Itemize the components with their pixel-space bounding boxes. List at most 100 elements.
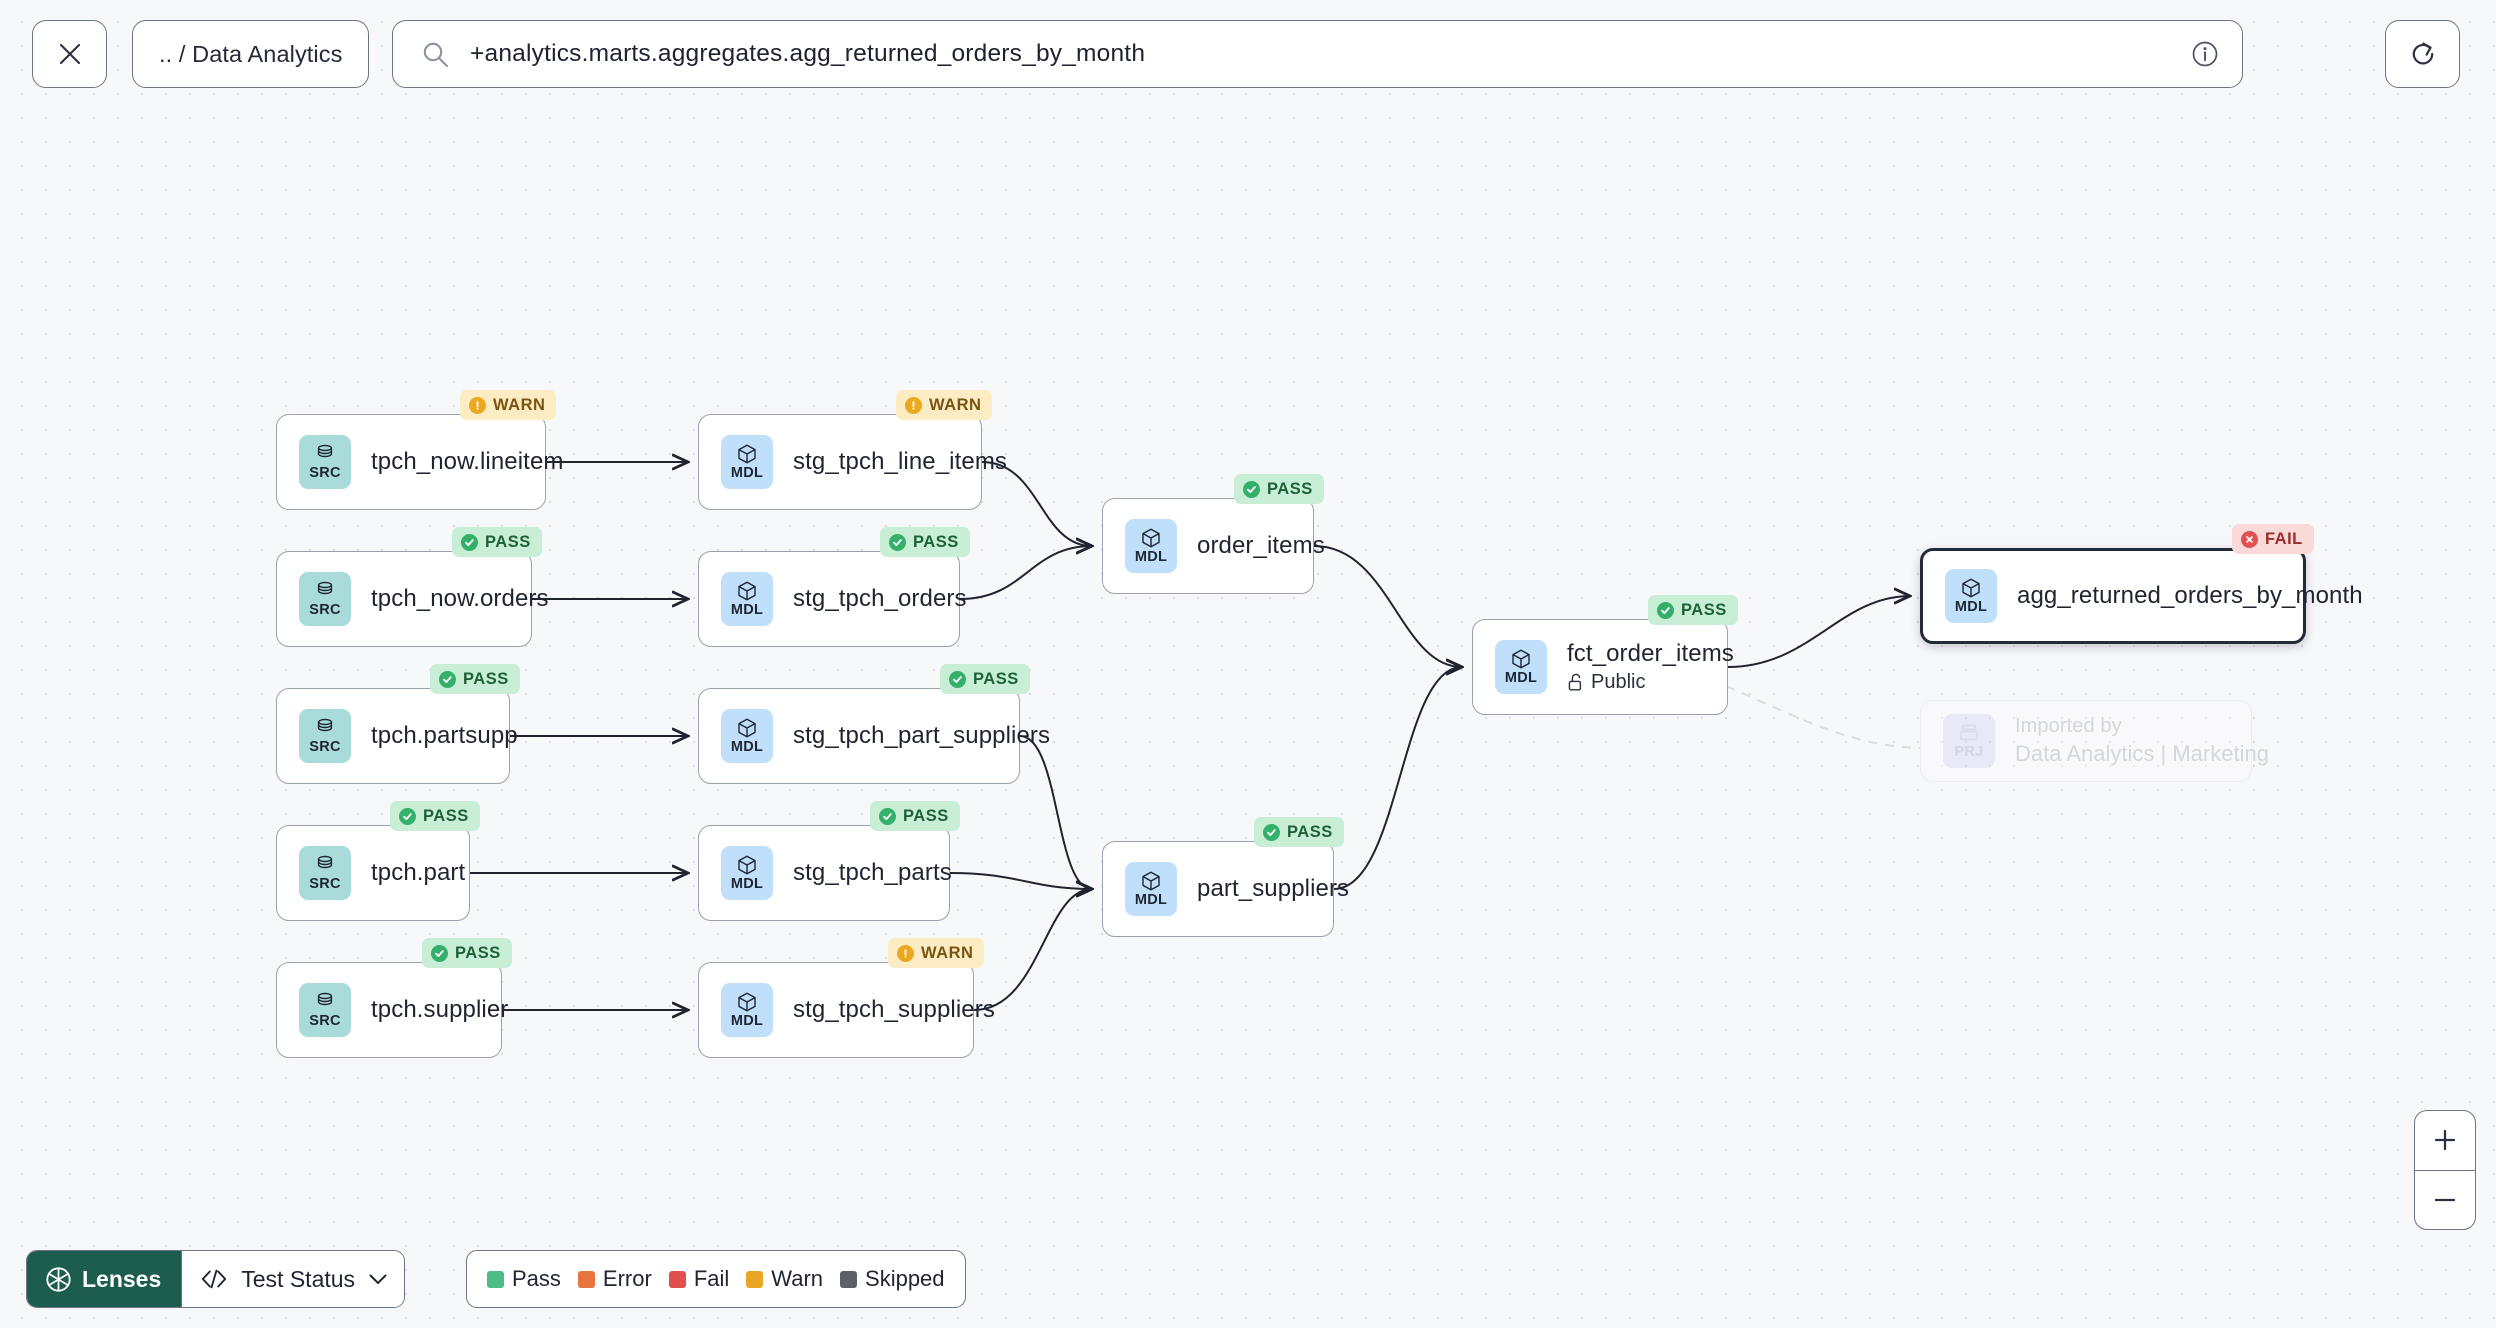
node-type-badge-src: SRC xyxy=(299,709,351,763)
legend-swatch xyxy=(668,1270,686,1288)
graph-node-tpch_supplier[interactable]: SRC tpch.supplier xyxy=(276,962,508,1058)
zoom-controls xyxy=(2414,1110,2476,1230)
node-text: tpch.supplier xyxy=(371,996,508,1024)
minus-icon xyxy=(2434,1198,2456,1201)
status-badge-tpch_part: PASS xyxy=(390,801,480,831)
status-badge-stg_tpch_orders: PASS xyxy=(880,527,970,557)
cube-icon xyxy=(738,444,756,464)
node-type-label: SRC xyxy=(309,602,341,619)
database-icon xyxy=(317,445,333,458)
legend-label: Skipped xyxy=(865,1266,945,1291)
node-type-label: MDL xyxy=(730,465,764,482)
status-badge-stg_tpch_suppliers: WARN xyxy=(888,938,985,968)
node-type-label: MDL xyxy=(1954,599,1988,616)
zoom-out-button[interactable] xyxy=(2415,1169,2475,1230)
info-icon[interactable] xyxy=(2190,39,2220,69)
node-type-label: MDL xyxy=(1134,549,1168,566)
status-label: FAIL xyxy=(2265,529,2303,548)
status-badge-fct_order_items: PASS xyxy=(1648,595,1738,625)
status-badge-part_suppliers: PASS xyxy=(1254,817,1344,847)
status-badge-order_items: PASS xyxy=(1234,474,1324,504)
legend-item-pass[interactable]: Pass xyxy=(487,1266,561,1292)
database-icon xyxy=(317,719,333,732)
node-title: stg_tpch_orders xyxy=(793,585,967,612)
graph-node-agg_returned_orders_by_month[interactable]: MDL agg_returned_orders_by_month xyxy=(1920,548,2363,644)
test-status-dropdown[interactable]: Test Status xyxy=(181,1251,405,1307)
node-type-label: MDL xyxy=(730,876,764,893)
search-input[interactable]: +analytics.marts.aggregates.agg_returned… xyxy=(470,40,1146,67)
node-text: tpch.partsupp xyxy=(371,722,518,750)
node-type-label: PRJ xyxy=(1954,744,1984,761)
lens-control-group: Lenses Test Status xyxy=(26,1250,406,1308)
node-type-badge-mdl: MDL xyxy=(1495,640,1547,694)
legend-item-skipped[interactable]: Skipped xyxy=(840,1266,945,1292)
close-icon xyxy=(59,43,80,65)
node-title: stg_tpch_parts xyxy=(793,859,952,886)
status-label: PASS xyxy=(1287,822,1333,841)
node-title: part_suppliers xyxy=(1197,875,1350,902)
cube-icon xyxy=(1962,578,1980,598)
close-button[interactable] xyxy=(32,20,107,88)
database-icon xyxy=(317,856,333,869)
node-type-badge-src: SRC xyxy=(299,983,351,1037)
node-type-badge-mdl: MDL xyxy=(721,709,773,763)
zoom-in-button[interactable] xyxy=(2415,1111,2475,1170)
node-type-label: MDL xyxy=(1134,892,1168,909)
test-status-label: Test Status xyxy=(241,1265,356,1292)
node-title: agg_returned_orders_by_month xyxy=(2017,582,2363,609)
search-bar[interactable]: +analytics.marts.aggregates.agg_returned… xyxy=(392,20,2243,88)
legend-item-error[interactable]: Error xyxy=(577,1266,652,1292)
bottom-toolbar: Lenses Test Status Pass Error Fail Warn Skip… xyxy=(0,1232,2496,1328)
graph-node-part_suppliers[interactable]: MDL part_suppliers xyxy=(1102,841,1349,937)
plus-icon xyxy=(2434,1130,2456,1151)
status-icon-warn xyxy=(469,396,486,414)
node-subtitle: Data Analytics | Marketing xyxy=(2015,741,2269,767)
project-icon xyxy=(1960,725,1978,741)
status-label: PASS xyxy=(485,532,531,551)
status-label: WARN xyxy=(921,943,974,962)
lenses-button[interactable]: Lenses xyxy=(27,1251,182,1307)
graph-node-tpch_partsupp[interactable]: SRC tpch.partsupp xyxy=(276,688,518,784)
cube-icon xyxy=(738,718,756,738)
node-type-badge-mdl: MDL xyxy=(721,846,773,900)
node-text: order_items xyxy=(1197,532,1325,560)
graph-node-stg_tpch_line_items[interactable]: MDL stg_tpch_line_items xyxy=(698,414,1007,510)
status-badge-tpch_now_lineitem: WARN xyxy=(460,390,557,420)
refresh-button[interactable] xyxy=(2385,20,2460,88)
unlock-icon xyxy=(1568,673,1582,691)
breadcrumb[interactable]: .. / Data Analytics xyxy=(132,20,370,88)
node-subtitle-text: Public xyxy=(1591,671,1646,693)
node-title: tpch_now.lineitem xyxy=(371,448,564,475)
graph-node-stg_tpch_parts[interactable]: MDL stg_tpch_parts xyxy=(698,825,952,921)
legend-item-fail[interactable]: Fail xyxy=(668,1266,729,1292)
database-icon xyxy=(317,993,333,1006)
cube-icon xyxy=(738,581,756,601)
node-title: tpch.part xyxy=(371,859,466,886)
node-subtitle: Public xyxy=(1567,671,1734,694)
legend-label: Pass xyxy=(512,1266,561,1291)
legend-label: Warn xyxy=(771,1266,824,1291)
status-icon-warn xyxy=(905,396,922,414)
lenses-label: Lenses xyxy=(82,1265,162,1292)
legend-item-warn[interactable]: Warn xyxy=(746,1266,823,1292)
status-legend: Pass Error Fail Warn Skipped xyxy=(466,1250,966,1308)
node-text: stg_tpch_line_items xyxy=(793,448,1007,476)
status-badge-tpch_now_orders: PASS xyxy=(452,527,542,557)
status-label: PASS xyxy=(455,943,501,962)
database-icon xyxy=(317,582,333,595)
status-icon-pass xyxy=(431,944,448,962)
status-icon-fail xyxy=(2241,530,2258,548)
status-label: WARN xyxy=(493,395,546,414)
graph-node-order_items[interactable]: MDL order_items xyxy=(1102,498,1325,594)
status-label: PASS xyxy=(463,669,509,688)
